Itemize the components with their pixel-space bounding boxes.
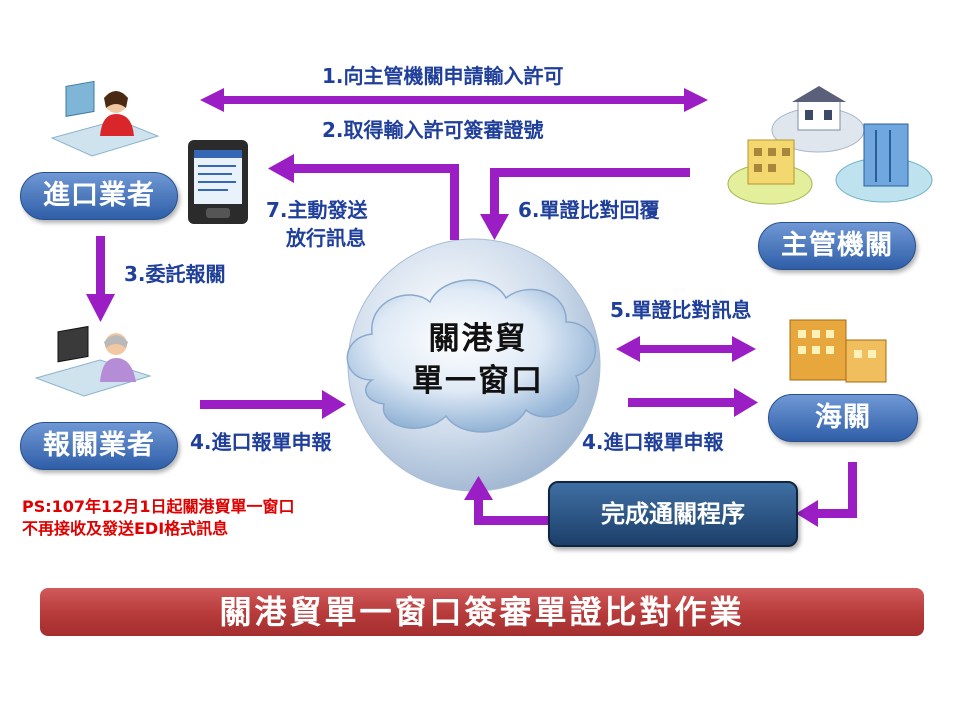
step-5-label: 5.單證比對訊息 bbox=[610, 298, 752, 322]
arrow-completion-to-window bbox=[464, 476, 550, 525]
arrow-entrust-broker bbox=[86, 236, 115, 322]
center-title-line1: 關港貿 bbox=[428, 321, 528, 357]
step-3-label: 3.委託報關 bbox=[124, 262, 226, 286]
step-1-label: 1.向主管機關申請輸入許可 bbox=[322, 64, 564, 88]
arrow-document-reply bbox=[480, 168, 690, 240]
edi-note-line1: PS:107年12月1日起關港貿單一窗口 bbox=[22, 497, 295, 516]
step-7-label-line1: 7.主動發送 bbox=[266, 198, 368, 222]
single-window-cloud bbox=[346, 238, 601, 492]
title-banner: 關港貿單一窗口簽審單證比對作業 bbox=[40, 588, 924, 636]
arrow-broker-declaration bbox=[200, 390, 346, 419]
broker-illustration bbox=[34, 325, 152, 397]
arrow-authority-exchange bbox=[200, 88, 708, 112]
completion-box: 完成通關程序 bbox=[548, 481, 798, 547]
edi-note-line2: 不再接收及發送EDI格式訊息 bbox=[22, 519, 229, 538]
arrow-customs-to-completion bbox=[796, 462, 857, 527]
step-7-label-line2: 放行訊息 bbox=[286, 226, 366, 250]
importer-pill: 進口業者 bbox=[20, 172, 178, 220]
customs-building-illustration bbox=[789, 319, 887, 383]
broker-pill: 報關業者 bbox=[20, 422, 178, 470]
edi-note: PS:107年12月1日起關港貿單一窗口 不再接收及發送EDI格式訊息 bbox=[22, 496, 294, 540]
step-4-left-label: 4.進口報單申報 bbox=[190, 430, 332, 454]
importer-illustration bbox=[50, 80, 160, 157]
step-6-label: 6.單證比對回覆 bbox=[518, 198, 660, 222]
arrow-release-message bbox=[268, 154, 459, 240]
authority-pill: 主管機關 bbox=[758, 222, 916, 270]
customs-pill: 海關 bbox=[768, 394, 918, 442]
arrow-customs-declaration bbox=[628, 388, 758, 417]
step-2-label: 2.取得輸入許可簽審證號 bbox=[322, 118, 544, 142]
authority-buildings-illustration bbox=[727, 86, 933, 205]
center-title-line2: 單一窗口 bbox=[412, 363, 544, 399]
center-title: 關港貿 單一窗口 bbox=[378, 318, 578, 402]
step-4-right-label: 4.進口報單申報 bbox=[582, 430, 724, 454]
phone-illustration bbox=[188, 140, 248, 224]
arrow-document-compare bbox=[616, 336, 756, 362]
